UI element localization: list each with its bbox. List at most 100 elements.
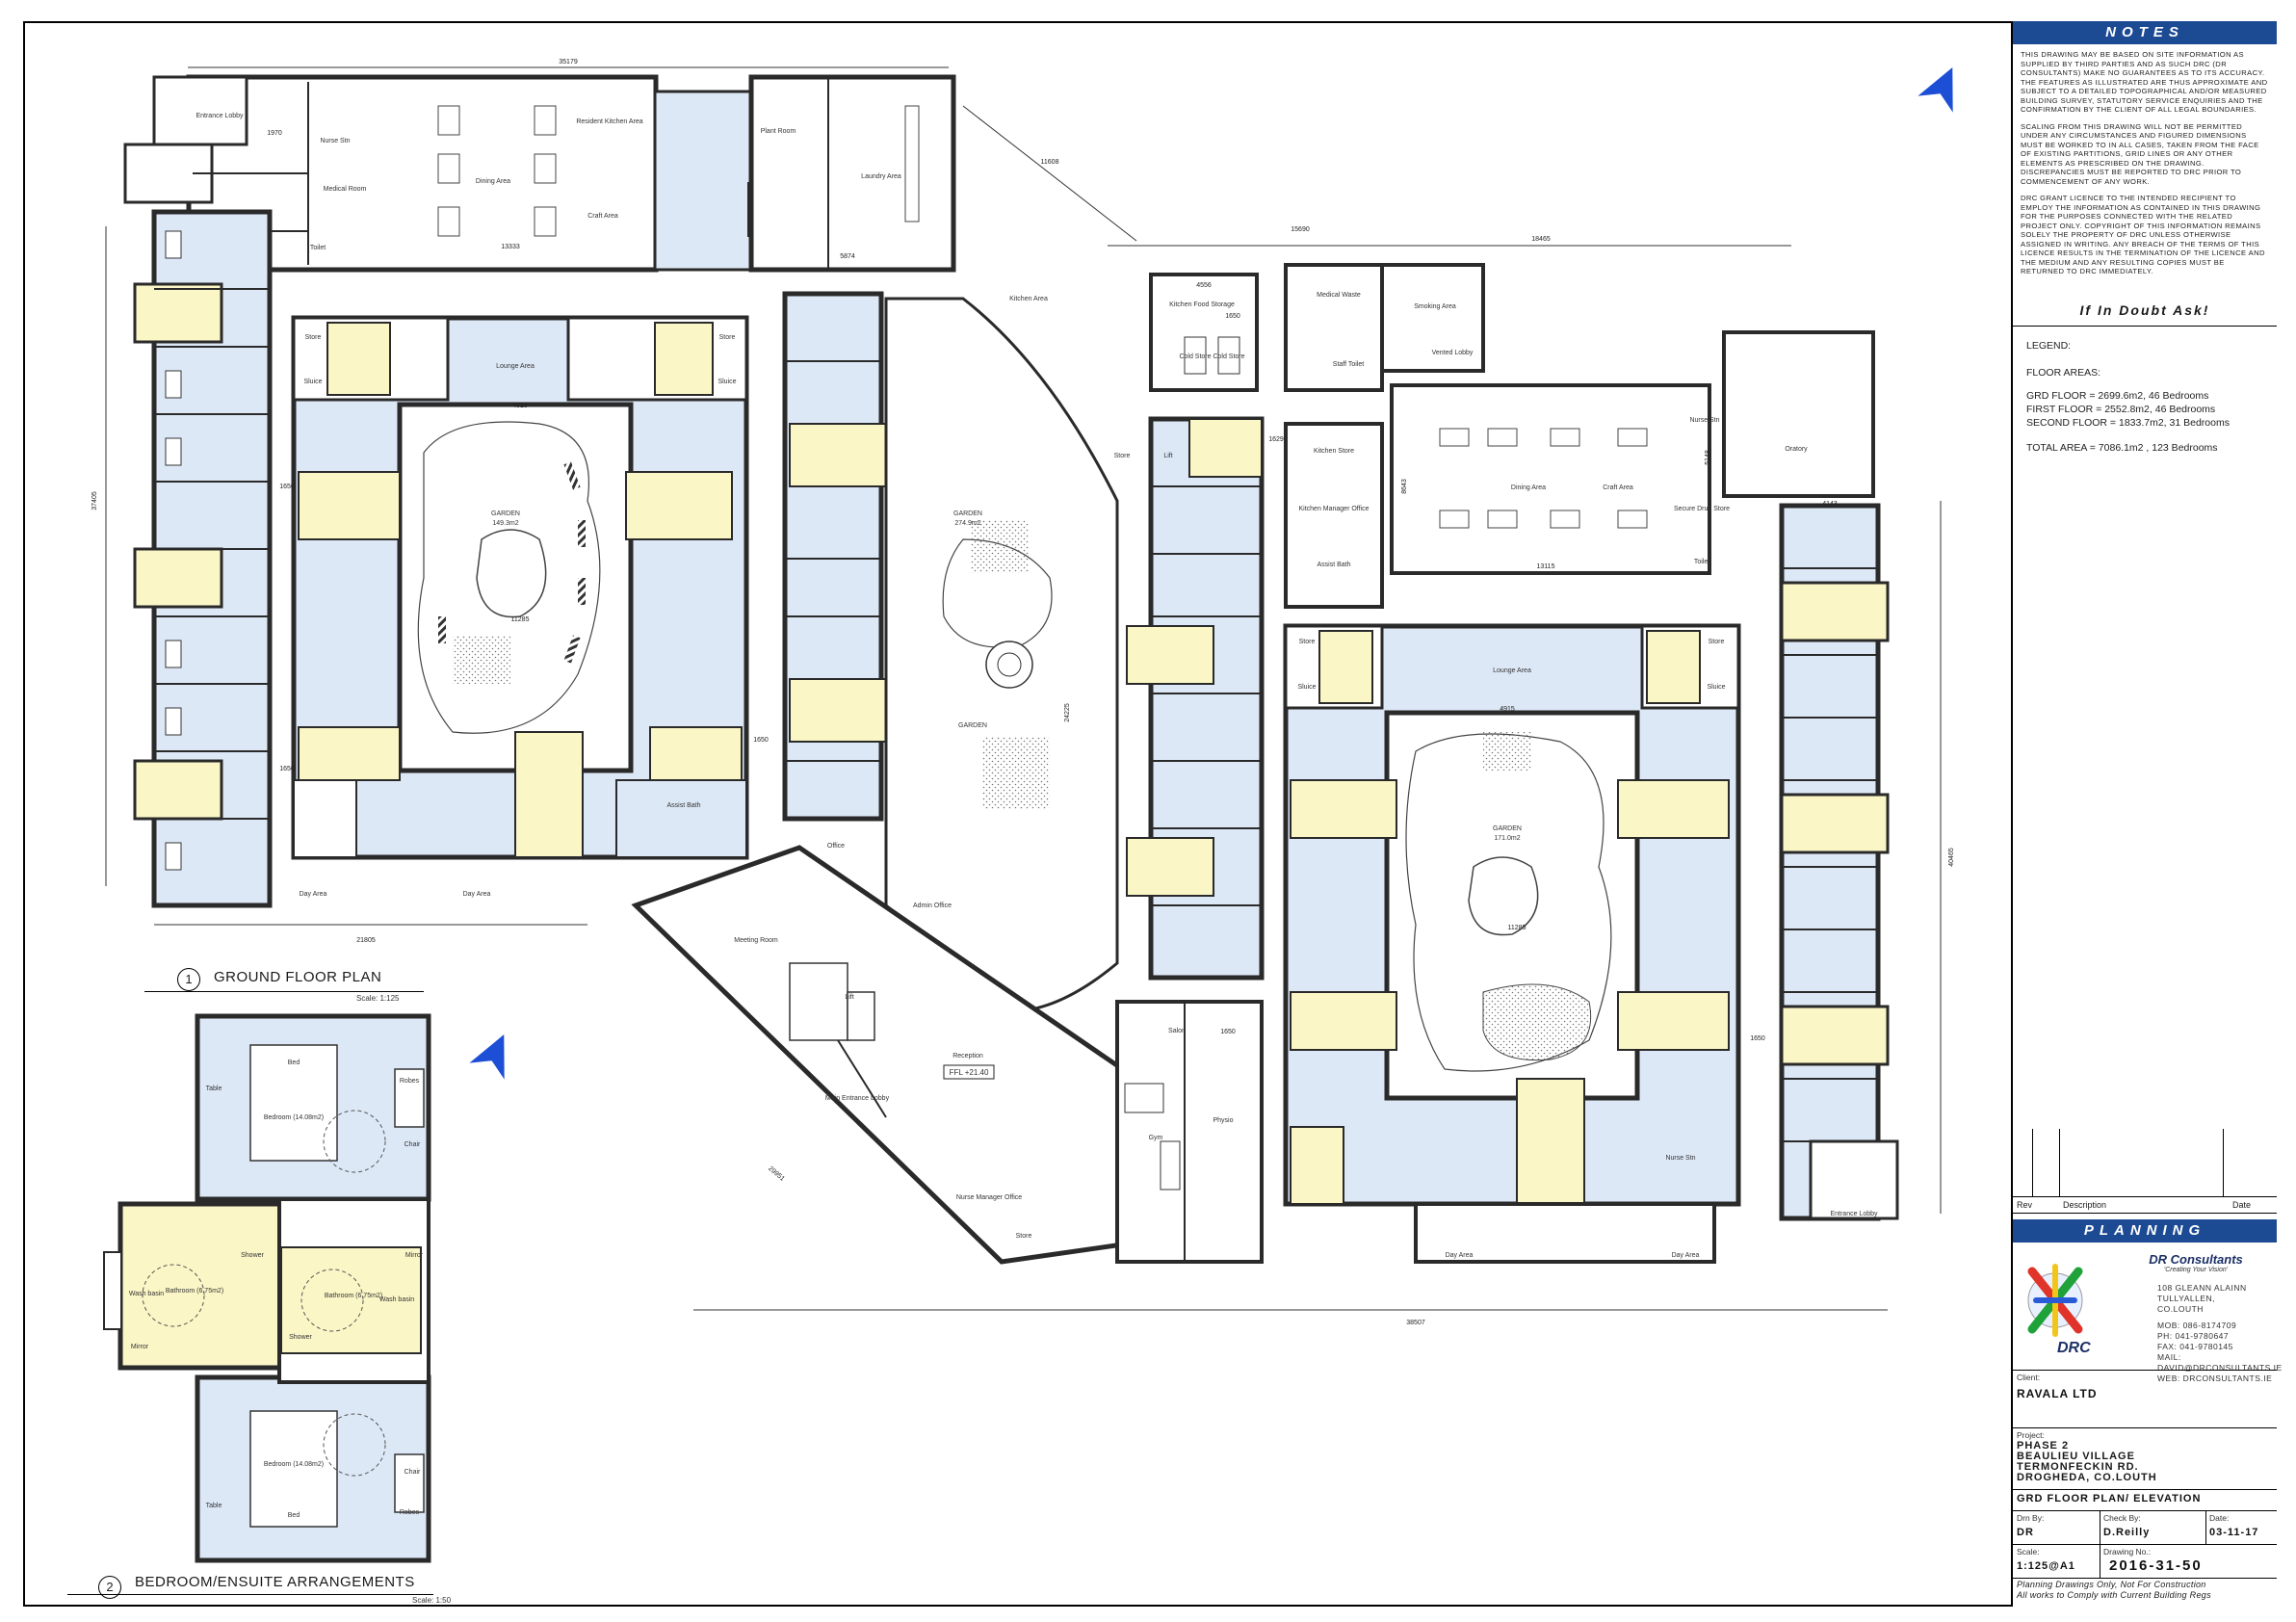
bed-detail-table-2: Table [206,1503,222,1509]
notes-header: NOTES [2013,21,2277,44]
date-value: 03-11-17 [2209,1527,2259,1538]
description-label: Description [2063,1200,2107,1210]
revision-header: Rev Description Date [2013,1196,2277,1214]
dim-lounge-2: 4915 [1500,706,1515,713]
project-label: Project: [2017,1430,2045,1440]
north-east-services [1149,263,1875,609]
room-reception: Reception [952,1053,983,1060]
contact-fax: Fax: 041-9780145 [2157,1342,2233,1351]
dim-24225: 24225 [1064,703,1071,722]
dim-15690: 15690 [1291,226,1310,233]
scale-value: 1:125@A1 [2017,1560,2075,1572]
bed-detail-bedroom-1: Bedroom (14.08m2) [264,1114,324,1121]
client-label: Client: [2017,1373,2041,1382]
contact-mob: Mob: 086-8174709 [2157,1321,2237,1330]
bedroom-ensuite-plan [103,1013,431,1563]
plan-1-number: 1 [177,968,200,991]
floor-area-second: SECOND FLOOR = 1833.7m2, 31 Bedrooms [2026,417,2230,429]
ground-floor-plan-title: GROUND FLOOR PLAN [214,969,382,985]
bed-detail-shower-1: Shower [241,1252,264,1259]
bed-detail-shower-2: Shower [289,1334,312,1341]
drn-by-label: Drn By: [2017,1513,2045,1523]
courtyard-2 [1283,623,1741,1207]
date-label: Date: [2209,1513,2230,1523]
contact-web: Web: drconsultants.ie [2157,1373,2273,1383]
bed-detail-chair-2: Chair [404,1469,421,1476]
dim-entrance: 1970 [267,130,282,137]
room-lounge-area-1: Lounge Area [496,363,535,370]
company-info: DR Consultants 'Creating Your Vision' 10… [2119,1252,2283,1384]
room-admin-office: Admin Office [913,903,952,909]
room-garden-1-area: 149.3m2 [492,520,518,527]
dim-overall-width: 35179 [559,59,578,65]
room-sluice-3: Sluice [1297,684,1316,691]
dim-29951: 29951 [767,1165,785,1183]
room-store-5: Store [1709,639,1725,645]
date-col-label: Date [2232,1200,2252,1210]
drawing-title: GRD FLOOR PLAN/ ELEVATION [2017,1493,2202,1504]
room-toilet-2: Toilet [1694,559,1709,565]
legend: LEGEND: FLOOR AREAS: GRD FLOOR = 2699.6m… [2026,339,2230,455]
title-block: NOTES This drawing may be based on site … [2011,21,2283,1607]
room-nurse-manager: Nurse Manager Office [956,1194,1022,1201]
room-day-area-3: Day Area [1446,1252,1474,1259]
room-day-area-2: Day Area [463,891,491,898]
room-sluice-4: Sluice [1707,684,1725,691]
dim-corridor-1: 1650 [279,484,295,490]
bed-detail-robes-1: Robes [400,1078,420,1085]
dim-lounge-1: 4915 [512,403,528,409]
dim-corridor-2: 1650 [279,766,295,772]
room-garden-2-area: 274.9m2 [954,520,980,527]
room-garden-4: GARDEN [1493,825,1522,832]
room-medical-waste: Medical Waste [1317,292,1361,299]
room-nurse-stn-2: Nurse Stn [1689,417,1719,424]
room-day-area-1: Day Area [300,891,327,898]
room-meeting-room: Meeting Room [734,937,778,944]
room-main-entrance: Main Entrance Lobby [825,1095,890,1102]
bedroom-plan-title: BEDROOM/ENSUITE ARRANGEMENTS [135,1574,415,1590]
room-nurse-stn: Nurse Stn [320,138,350,144]
room-store-3: Store [1114,453,1131,459]
company-name: DR Consultants [2149,1252,2243,1267]
room-physio: Physio [1213,1117,1233,1124]
check-by-label: Check By: [2103,1513,2141,1523]
dim-garden-1: 11285 [511,616,530,623]
legend-title: LEGEND: [2026,340,2072,352]
room-ffl: FFL +21.40 [950,1068,989,1077]
notes-paragraph-1: This drawing may be based on site inform… [2021,50,2268,114]
room-garden-4-area: 171.0m2 [1494,835,1520,842]
notes-paragraph-2: Scaling from this drawing will not be pe… [2021,121,2259,186]
room-gym: Gym [1149,1135,1163,1141]
bedroom-plan-scale: Scale: 1:50 [412,1596,452,1605]
room-store-1: Store [305,334,322,341]
room-store-6: Store [1016,1233,1032,1240]
east-wing [1414,503,1899,1264]
check-by-value: D.Reilly [2103,1527,2151,1538]
notes-divider [2013,326,2277,327]
dim-kitchen-wing: 11608 [1041,159,1059,166]
dim-dining: 13333 [501,244,520,250]
north-arrow-icon [469,1034,505,1080]
drc-logo: DRC [2019,1252,2105,1358]
bed-detail-bathroom-1: Bathroom (6.75m2) [166,1288,223,1295]
dim-38507: 38507 [1406,1320,1425,1326]
room-craft-area-2: Craft Area [1603,484,1633,491]
dim-corridor-5: 1650 [1750,1035,1765,1042]
company-slogan: 'Creating Your Vision' [2163,1267,2229,1273]
plan-2-underline [67,1594,433,1595]
bed-detail-wash-basin-1: Wash basin [129,1291,164,1297]
room-sluice-2: Sluice [718,379,736,385]
room-dining-area-2: Dining Area [1511,484,1546,491]
dim-21805: 21805 [356,937,376,944]
bed-detail-mirror-1: Mirror [405,1252,424,1259]
dim-west-length: 37405 [91,491,98,510]
room-staff-toilet: Staff Toilet [1333,361,1364,368]
floor-area-ground: GRD FLOOR = 2699.6m2, 46 Bedrooms [2026,390,2209,402]
footer-notes: Planning Drawings Only, Not For Construc… [2017,1580,2211,1600]
room-store-2: Store [719,334,736,341]
room-lounge-area-2: Lounge Area [1493,667,1531,674]
contact-mail: Mail: david@drconsultants.ie [2157,1352,2283,1373]
room-oratory: Oratory [1785,446,1808,453]
dim-food-storage: 4556 [1196,282,1212,289]
